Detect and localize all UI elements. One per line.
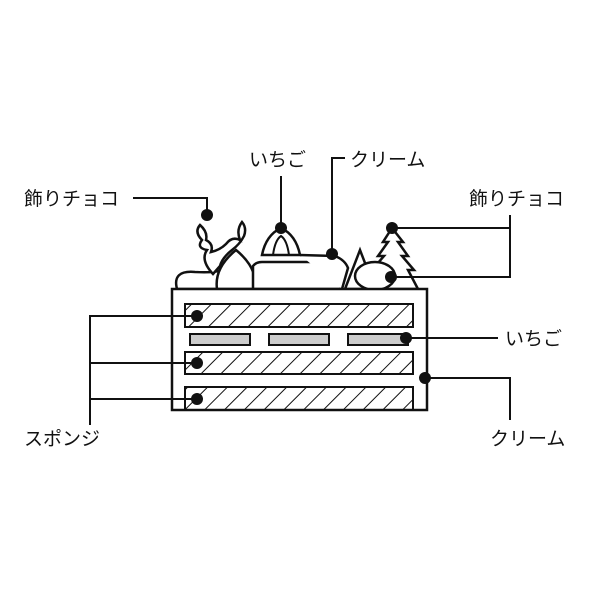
leader-lines xyxy=(89,157,511,425)
sponge-layer xyxy=(184,386,414,411)
label-deco-choco-left: 飾りチョコ xyxy=(24,188,119,210)
choco-antler xyxy=(196,219,247,276)
sponge-layer xyxy=(184,303,414,328)
strawberry-slice xyxy=(268,333,330,346)
leader-dots xyxy=(191,209,431,405)
label-deco-choco-right: 飾りチョコ xyxy=(469,188,564,210)
strawberry-slice xyxy=(189,333,251,346)
toppings xyxy=(174,219,421,292)
strawberry-slice xyxy=(347,333,409,346)
label-sponge: スポンジ xyxy=(24,428,100,450)
strawberry-inner xyxy=(272,234,290,256)
label-cream-top: クリーム xyxy=(350,149,425,171)
sponge-layer xyxy=(184,351,414,375)
label-cream-side: クリーム xyxy=(490,428,565,450)
label-strawberry-top: いちご xyxy=(249,149,306,171)
label-strawberry-side: いちご xyxy=(505,328,562,350)
